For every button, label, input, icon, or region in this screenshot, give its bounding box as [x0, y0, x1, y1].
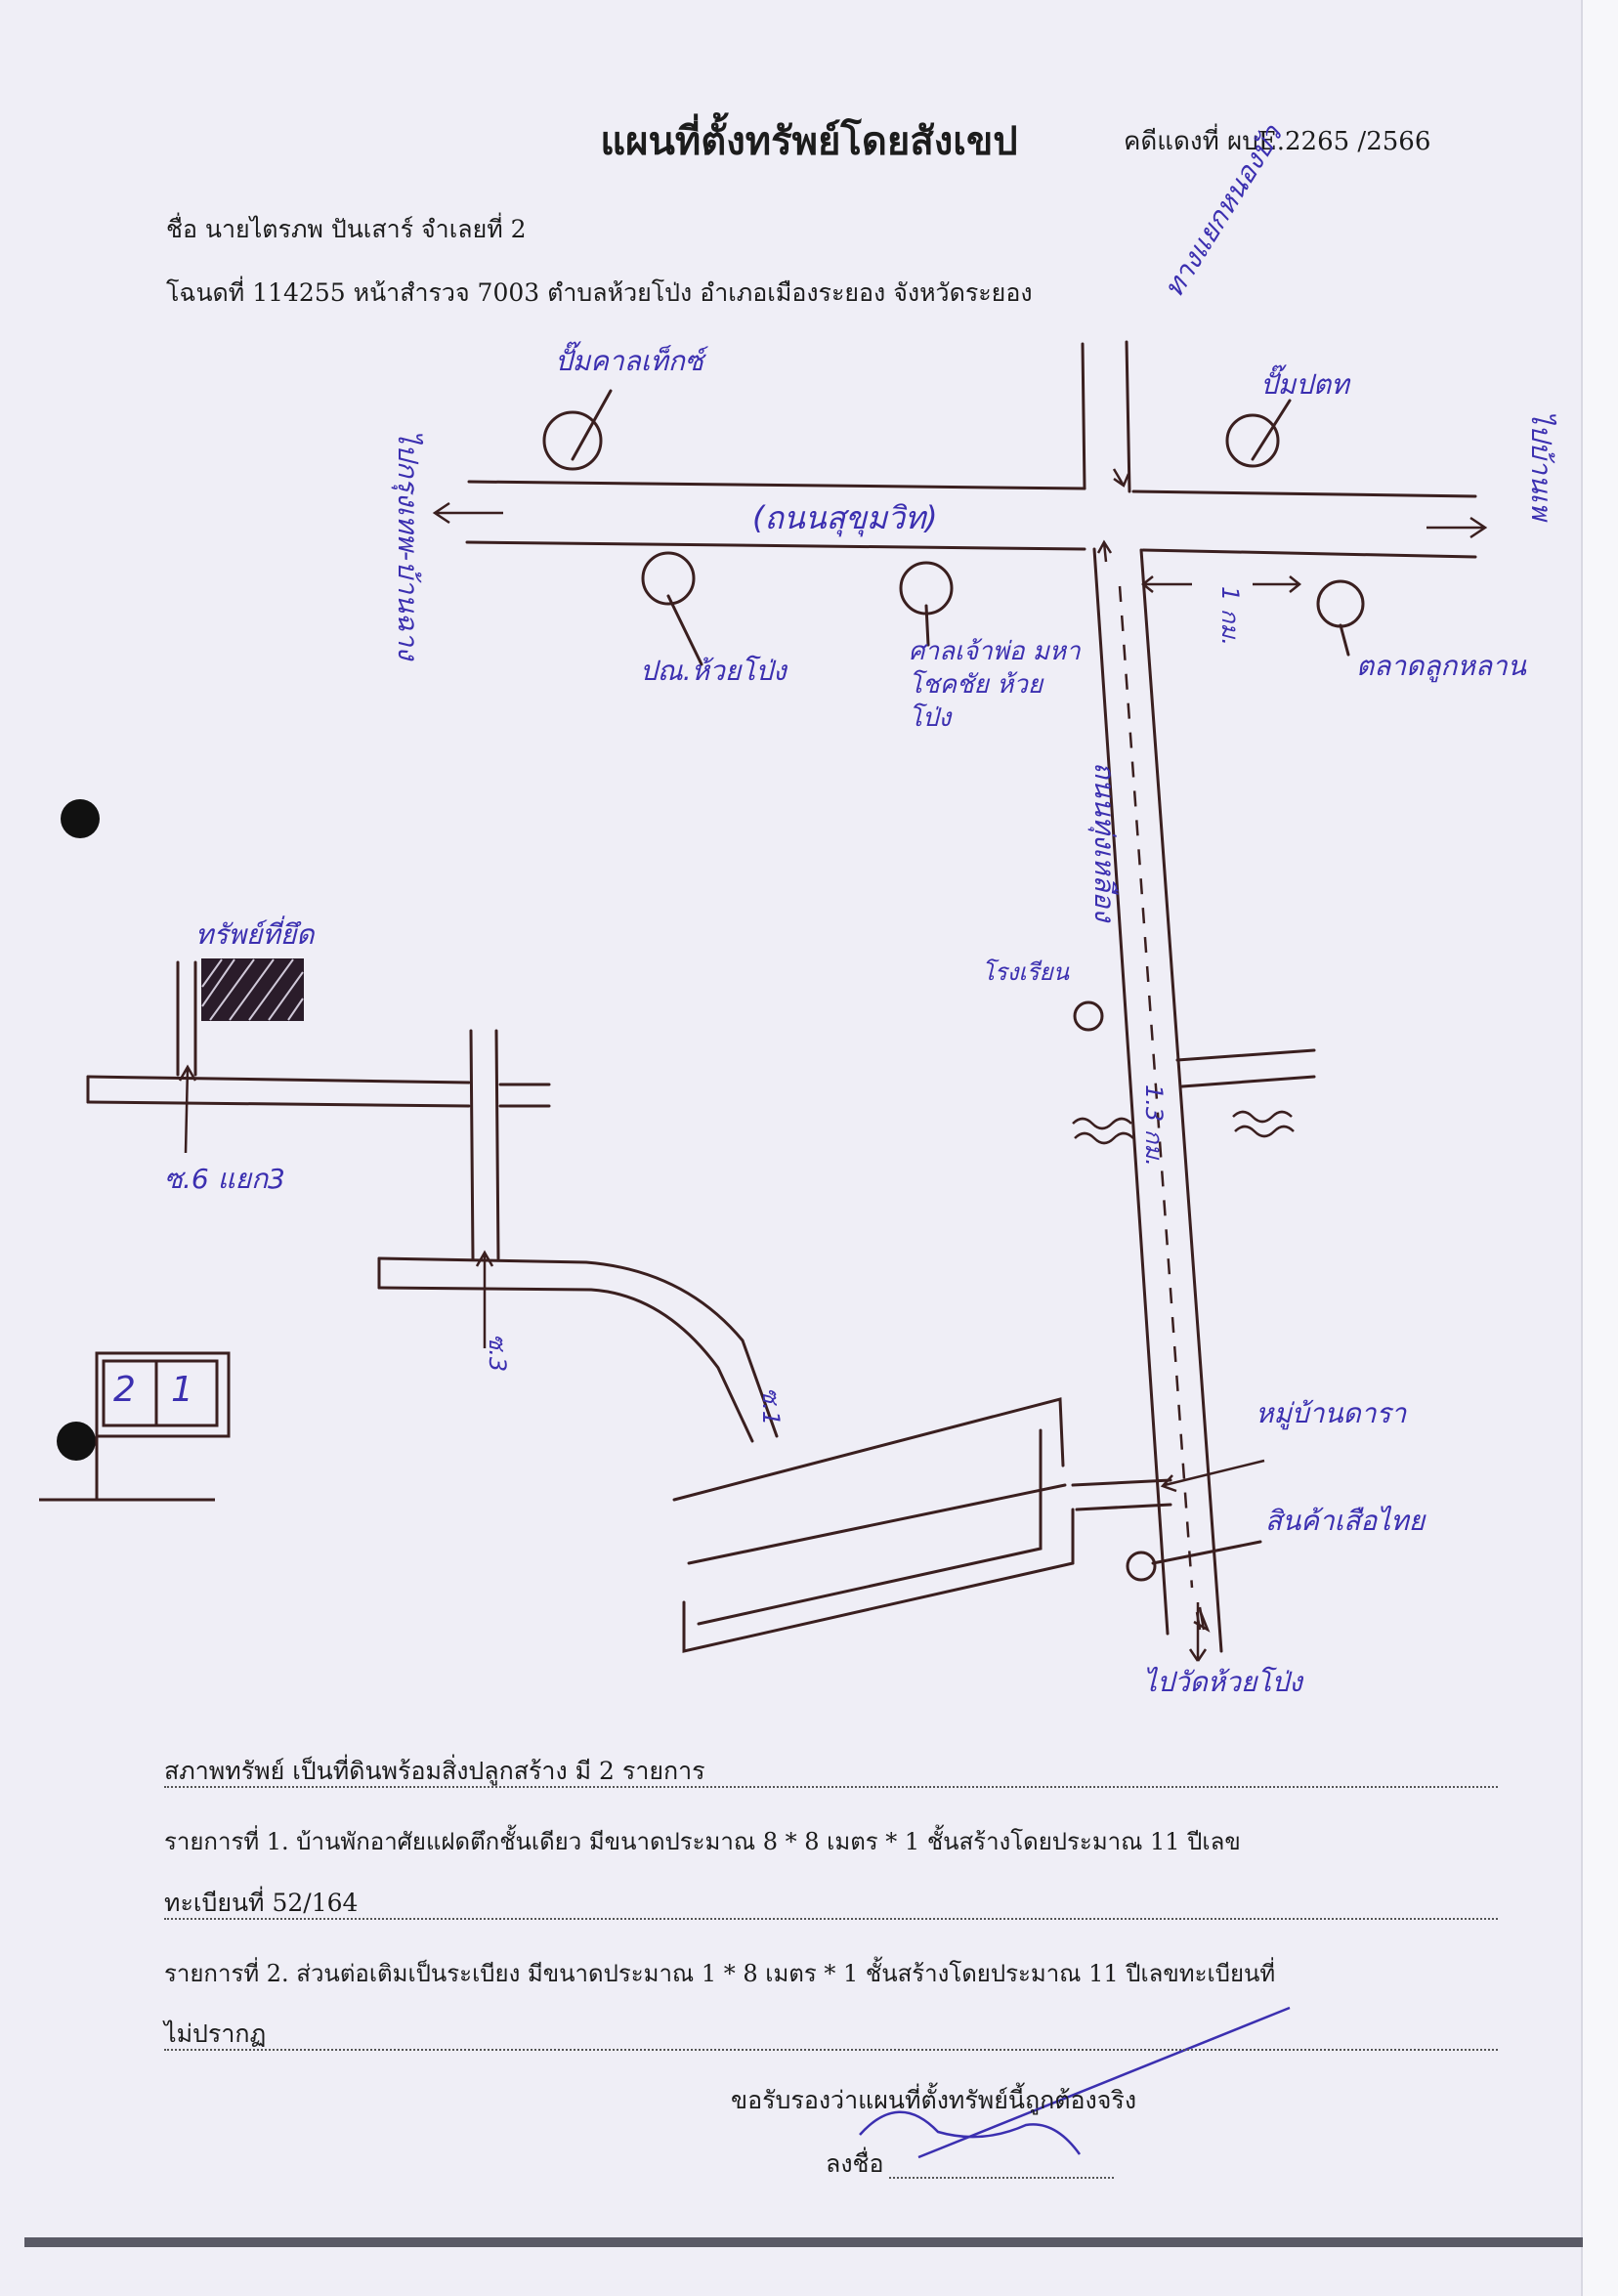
label-property: ทรัพย์ที่ยึด [195, 918, 315, 951]
label-to-left: ไปกรุงเทพ-บ้านฉาง [392, 430, 424, 660]
label-to-bottom: ไปวัดห้วยโป่ง [1143, 1666, 1302, 1698]
label-shrine: ศาลเจ้าพ่อ มหาโชคชัย ห้วยโป่ง [909, 637, 1081, 733]
owner-line: ชื่อ นายไตรภพ ปันเสาร์ จำเลยที่ 2 [166, 215, 527, 243]
condition-line: สภาพทรัพย์ เป็นที่ดินพร้อมสิ่งปลูกสร้าง … [164, 1757, 705, 1785]
sheet-edge [1581, 0, 1618, 2296]
label-distance-1: 1 กม. [1216, 586, 1244, 646]
label-road-vertical: ถนนทุ่งเหลือง [1088, 762, 1121, 922]
label-distance-2: 1.3 กม. [1140, 1084, 1168, 1167]
label-soi: ซ.6 แยก3 [164, 1163, 285, 1195]
case-number: คดีแดงที่ ผบE.2265 /2566 [1124, 127, 1431, 156]
road-main-bottom-edge [465, 540, 1086, 551]
item1-cont: ทะเบียนที่ 52/164 [164, 1889, 359, 1917]
certify-text: ขอรับรองว่าแผนที่ตั้งทรัพย์นี้ถูกต้องจริ… [731, 2086, 1137, 2114]
road-vertical-left-edge [1092, 547, 1170, 1636]
label-market: ตลาดลูกหลาน [1356, 650, 1526, 682]
road-vertical-right-edge [1139, 548, 1223, 1653]
label-soi-c: ซ.3 [484, 1334, 511, 1373]
house-unit-2: 2 [113, 1370, 136, 1410]
label-gas-caltex: ปั๊มคาลเท็กซ์ [555, 345, 703, 377]
label-post-office: ปณ.ห้วยโป่ง [640, 655, 787, 687]
sign-line [889, 2177, 1114, 2179]
label-shop: สินค้าเสือไทย [1265, 1505, 1426, 1537]
dotted-line-2 [164, 1918, 1498, 1920]
house-unit-1: 1 [171, 1370, 193, 1410]
house-plan [39, 1351, 231, 1502]
label-to-right: ไปบ้านเพ [1525, 410, 1557, 521]
label-school: โรงเรียน [982, 958, 1070, 986]
punch-hole-bottom [57, 1422, 96, 1461]
punch-hole-top [61, 799, 100, 838]
road-main-top-edge [467, 480, 1086, 490]
dotted-line-1 [164, 1786, 1498, 1788]
signature-mark [859, 2006, 1291, 2159]
item2-cont: ไม่ปรากฏ [164, 2020, 267, 2048]
dotted-line-3 [164, 2049, 1498, 2051]
label-gas-ptt: ปั๊มปตท [1260, 368, 1349, 401]
sign-label: ลงชื่อ [826, 2149, 884, 2178]
item1-line: รายการที่ 1. บ้านพักอาศัยแฝดตึกชั้นเดียว… [164, 1828, 1241, 1855]
label-village: หมู่บ้านดารา [1256, 1397, 1407, 1429]
property-marker [201, 958, 304, 1021]
label-road-main: (ถนนสุขุมวิท) [752, 499, 938, 536]
item2-line: รายการที่ 2. ส่วนต่อเติมเป็นระเบียง มีขน… [164, 1960, 1276, 1987]
deed-line: โฉนดที่ 114255 หน้าสำรวจ 7003 ตำบลห้วยโป… [166, 278, 1033, 307]
scan-edge-band [24, 2237, 1583, 2247]
label-soi-b: ซ.1 [757, 1387, 785, 1426]
page-title: แผนที่ตั้งทรัพย์โดยสังเขป [600, 118, 1018, 164]
